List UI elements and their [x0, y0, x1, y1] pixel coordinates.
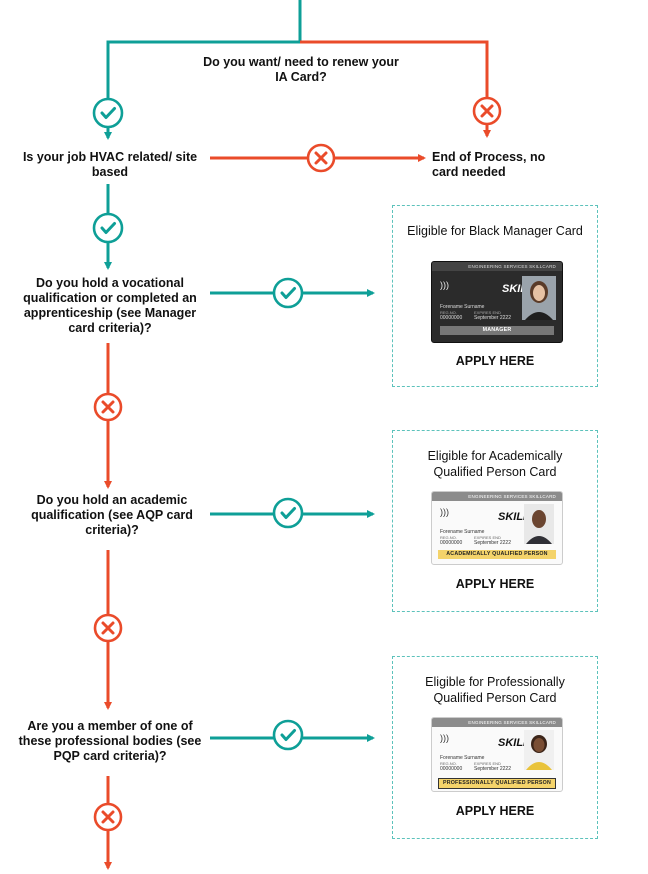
- connector-top-stem-yes: [104, 0, 302, 140]
- cross-circle-icon: [472, 96, 502, 126]
- aqp-card-panel: Eligible for Academically Qualified Pers…: [392, 430, 598, 612]
- apply-here-link[interactable]: APPLY HERE: [455, 577, 535, 591]
- check-circle-icon: [272, 719, 304, 751]
- card-band: ACADEMICALLY QUALIFIED PERSON: [438, 550, 556, 559]
- apply-here-link[interactable]: APPLY HERE: [455, 354, 535, 368]
- card-reg: 00000000: [440, 540, 463, 546]
- card-photo: [524, 504, 554, 544]
- card-name: Forename Surname: [440, 529, 485, 535]
- skill-logo: SKILL: [498, 511, 530, 523]
- card-expires: September 2222: [474, 315, 511, 321]
- card-name: Forename Surname: [440, 755, 485, 761]
- check-circle-icon: [92, 97, 124, 129]
- question-renew: Do you want/ need to renew your IA Card?: [203, 55, 399, 84]
- contactless-icon: ))): [440, 507, 449, 517]
- card-expires: September 2222: [474, 766, 511, 772]
- question-vocational: Do you hold a vocational qualification o…: [23, 276, 197, 335]
- card-photo: [522, 276, 556, 320]
- contactless-icon: ))): [440, 733, 449, 743]
- skill-logo: SKILL: [502, 283, 534, 295]
- cross-circle-icon: [306, 143, 336, 173]
- card-header: ENGINEERING SERVICES SKILLCARD: [432, 262, 562, 271]
- question-academic: Do you hold an academic qualification (s…: [31, 493, 193, 537]
- card-header: ENGINEERING SERVICES SKILLCARD: [432, 492, 562, 501]
- card-reg: 00000000: [440, 766, 463, 772]
- check-circle-icon: [92, 212, 124, 244]
- cross-circle-icon: [93, 802, 123, 832]
- card-title: Eligible for Professionally Qualified Pe…: [425, 675, 565, 705]
- card-reg-label: REG.NO.: [440, 310, 457, 315]
- card-expires: September 2222: [474, 540, 511, 546]
- card-band: PROFESSIONALLY QUALIFIED PERSON: [438, 778, 556, 789]
- card-title: Eligible for Academically Qualified Pers…: [427, 449, 563, 479]
- card-title: Eligible for Black Manager Card: [407, 224, 583, 238]
- card-name: Forename Surname: [440, 304, 485, 310]
- cross-circle-icon: [93, 613, 123, 643]
- card-band: MANAGER: [440, 326, 554, 335]
- end-of-process: End of Process, no card needed: [432, 150, 546, 179]
- check-circle-icon: [272, 497, 304, 529]
- question-hvac: Is your job HVAC related/ site based: [22, 150, 198, 179]
- card-header: ENGINEERING SERVICES SKILLCARD: [432, 718, 562, 727]
- card-photo: [524, 730, 554, 770]
- apply-here-link[interactable]: APPLY HERE: [455, 804, 535, 818]
- card-expires-label: EXPIRES END: [474, 761, 501, 766]
- skill-logo: SKILL: [498, 737, 530, 749]
- contactless-icon: ))): [440, 280, 449, 290]
- card-reg-label: REG.NO.: [440, 535, 457, 540]
- manager-card-panel: Eligible for Black Manager Card ENGINEER…: [392, 205, 598, 387]
- card-reg-label: REG.NO.: [440, 761, 457, 766]
- pqp-card-panel: Eligible for Professionally Qualified Pe…: [392, 656, 598, 839]
- pqp-card-image: ENGINEERING SERVICES SKILLCARD ))) SKILL…: [431, 717, 563, 792]
- card-expires-label: EXPIRES END: [474, 310, 501, 315]
- question-professional: Are you a member of one of these profess…: [18, 719, 202, 763]
- cross-circle-icon: [93, 392, 123, 422]
- check-circle-icon: [272, 277, 304, 309]
- card-reg: 00000000: [440, 315, 463, 321]
- card-expires-label: EXPIRES END: [474, 535, 501, 540]
- aqp-card-image: ENGINEERING SERVICES SKILLCARD ))) SKILL…: [431, 491, 563, 565]
- manager-card-image: ENGINEERING SERVICES SKILLCARD ))) SKILL…: [431, 261, 563, 343]
